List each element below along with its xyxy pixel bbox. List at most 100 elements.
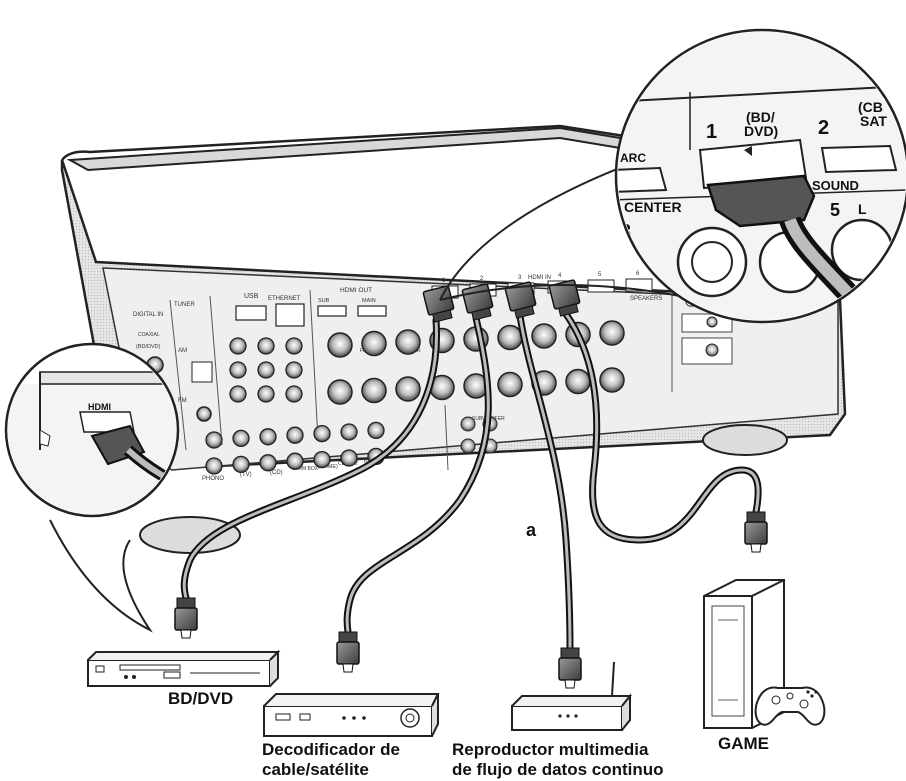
av-receiver: DIGITAL IN COAXIAL (BD/DVD) TUNER AM FM … bbox=[60, 124, 847, 554]
hdmi-out-port-sub bbox=[317, 305, 347, 317]
speaker-terminal bbox=[361, 377, 387, 404]
svg-text:5: 5 bbox=[598, 272, 602, 278]
zoom-callout-bd-output: HDMI bbox=[4, 342, 180, 633]
cable-satellite-decoder bbox=[263, 693, 440, 737]
rca-jack bbox=[257, 385, 275, 403]
rca-jack bbox=[259, 428, 277, 446]
label-streaming-line2: de flujo de datos continuo bbox=[452, 760, 664, 779]
game-controller bbox=[754, 686, 826, 726]
label-streaming-device: Reproductor multimedia de flujo de datos… bbox=[452, 740, 712, 780]
label-bd-dvd-device: BD/DVD bbox=[168, 689, 234, 708]
ethernet-port bbox=[275, 303, 305, 327]
rca-jack bbox=[229, 361, 247, 379]
foot-right bbox=[702, 424, 788, 456]
zoom-callout-hdmi-in: 1 (BD/ DVD) 2 (CB SAT ARC CENTER SOUND 3… bbox=[439, 28, 906, 324]
zoom-label-1: 1 bbox=[706, 121, 717, 143]
svg-text:2: 2 bbox=[480, 276, 484, 282]
svg-text:4: 4 bbox=[558, 273, 562, 279]
label-game: (GAME) bbox=[318, 464, 338, 470]
zoom-label-hdmi: HDMI bbox=[88, 402, 111, 412]
label-hdmi-in: HDMI IN bbox=[528, 275, 551, 281]
rca-jack bbox=[340, 423, 358, 441]
rca-jack bbox=[232, 455, 250, 474]
hdmi-plugs-devices bbox=[174, 511, 768, 689]
zoom-label-bd: (BD/ bbox=[746, 109, 775, 125]
rca-jack bbox=[285, 361, 303, 379]
rca-jack bbox=[257, 337, 275, 355]
rca-jack bbox=[286, 452, 304, 470]
subwoofer-jack bbox=[460, 438, 476, 454]
speaker-terminal bbox=[361, 330, 387, 357]
streaming-media-player bbox=[511, 661, 633, 731]
analog-rca-jacks bbox=[205, 337, 498, 475]
label-usb: USB bbox=[244, 293, 259, 300]
rca-jack bbox=[232, 429, 250, 448]
zoom-label-sat: SAT bbox=[860, 113, 887, 129]
usb-port bbox=[235, 305, 267, 321]
label-main: MAIN bbox=[362, 298, 376, 304]
fm-jack bbox=[196, 406, 212, 422]
label-sub: SUB bbox=[318, 298, 330, 304]
label-speakers: SPEAKERS bbox=[630, 296, 662, 302]
label-strm-box: STRM BOX bbox=[292, 466, 319, 472]
rca-jack bbox=[257, 361, 275, 379]
svg-text:1: 1 bbox=[442, 278, 446, 284]
speaker-terminal bbox=[497, 371, 523, 398]
rca-jack bbox=[229, 385, 247, 403]
label-hdmi-out: HDMI OUT bbox=[340, 287, 372, 294]
speaker-terminals bbox=[327, 320, 625, 405]
rca-jack bbox=[313, 424, 331, 443]
label-digital-in: DIGITAL IN bbox=[133, 312, 163, 318]
subwoofer-jack bbox=[460, 416, 476, 432]
game-console bbox=[703, 579, 826, 729]
speaker-terminal bbox=[599, 367, 625, 393]
speaker-terminal bbox=[497, 324, 523, 351]
cable-marker-a: a bbox=[526, 520, 537, 540]
hdmi-cables bbox=[180, 310, 762, 652]
label-tuner: TUNER bbox=[174, 302, 195, 308]
am-terminal bbox=[191, 361, 213, 383]
rca-jack bbox=[205, 431, 223, 449]
label-coaxial: COAXIAL bbox=[138, 332, 160, 338]
speaker-terminal bbox=[531, 323, 557, 349]
hdmi-out-port-main bbox=[357, 305, 387, 317]
svg-text:3: 3 bbox=[518, 275, 522, 281]
label-phono: PHONO bbox=[202, 476, 224, 482]
zoom-label-cbl: (CB bbox=[858, 99, 883, 115]
speaker-terminal bbox=[327, 332, 353, 358]
rca-jack bbox=[205, 457, 223, 475]
label-game-device: GAME bbox=[718, 734, 769, 753]
label-decoder-line2: cable/satélite bbox=[262, 760, 369, 779]
foot-left bbox=[139, 516, 241, 554]
rca-jack bbox=[229, 337, 247, 355]
speaker-terminal bbox=[395, 329, 421, 355]
zoom-label-sound: SOUND bbox=[812, 178, 859, 193]
speaker-terminal bbox=[599, 320, 625, 346]
rca-jack bbox=[340, 449, 358, 467]
rca-jack bbox=[367, 421, 385, 440]
label-am: AM bbox=[178, 348, 187, 354]
label-decoder-line1: Decodificador de bbox=[262, 740, 400, 759]
speaker-terminal bbox=[565, 368, 591, 395]
zoom-label-dvd: DVD) bbox=[744, 123, 778, 139]
rca-jack bbox=[313, 450, 331, 469]
label-fm: FM bbox=[178, 398, 187, 404]
zoom-label-arc: ARC bbox=[620, 151, 646, 165]
label-decoder-device: Decodificador de cable/satélite bbox=[262, 740, 440, 780]
zoom-label-l: L bbox=[858, 201, 867, 217]
zoom-label-2: 2 bbox=[818, 117, 829, 139]
speaker-terminal bbox=[395, 376, 421, 402]
label-ethernet: ETHERNET bbox=[268, 296, 301, 302]
label-tv: (TV) bbox=[240, 472, 252, 478]
zoom-label-5: 5 bbox=[830, 200, 840, 220]
hdmi-plugs-receiver bbox=[422, 279, 581, 323]
label-streaming-line1: Reproductor multimedia bbox=[452, 740, 649, 759]
label-bd-dvd: (BD/DVD) bbox=[136, 344, 161, 350]
label-cd: (CD) bbox=[270, 470, 283, 476]
zoom-label-center: CENTER bbox=[624, 199, 682, 215]
bd-dvd-player bbox=[87, 649, 281, 687]
rca-jack bbox=[285, 337, 303, 355]
rca-jack bbox=[285, 385, 303, 403]
speaker-terminal bbox=[327, 379, 353, 405]
